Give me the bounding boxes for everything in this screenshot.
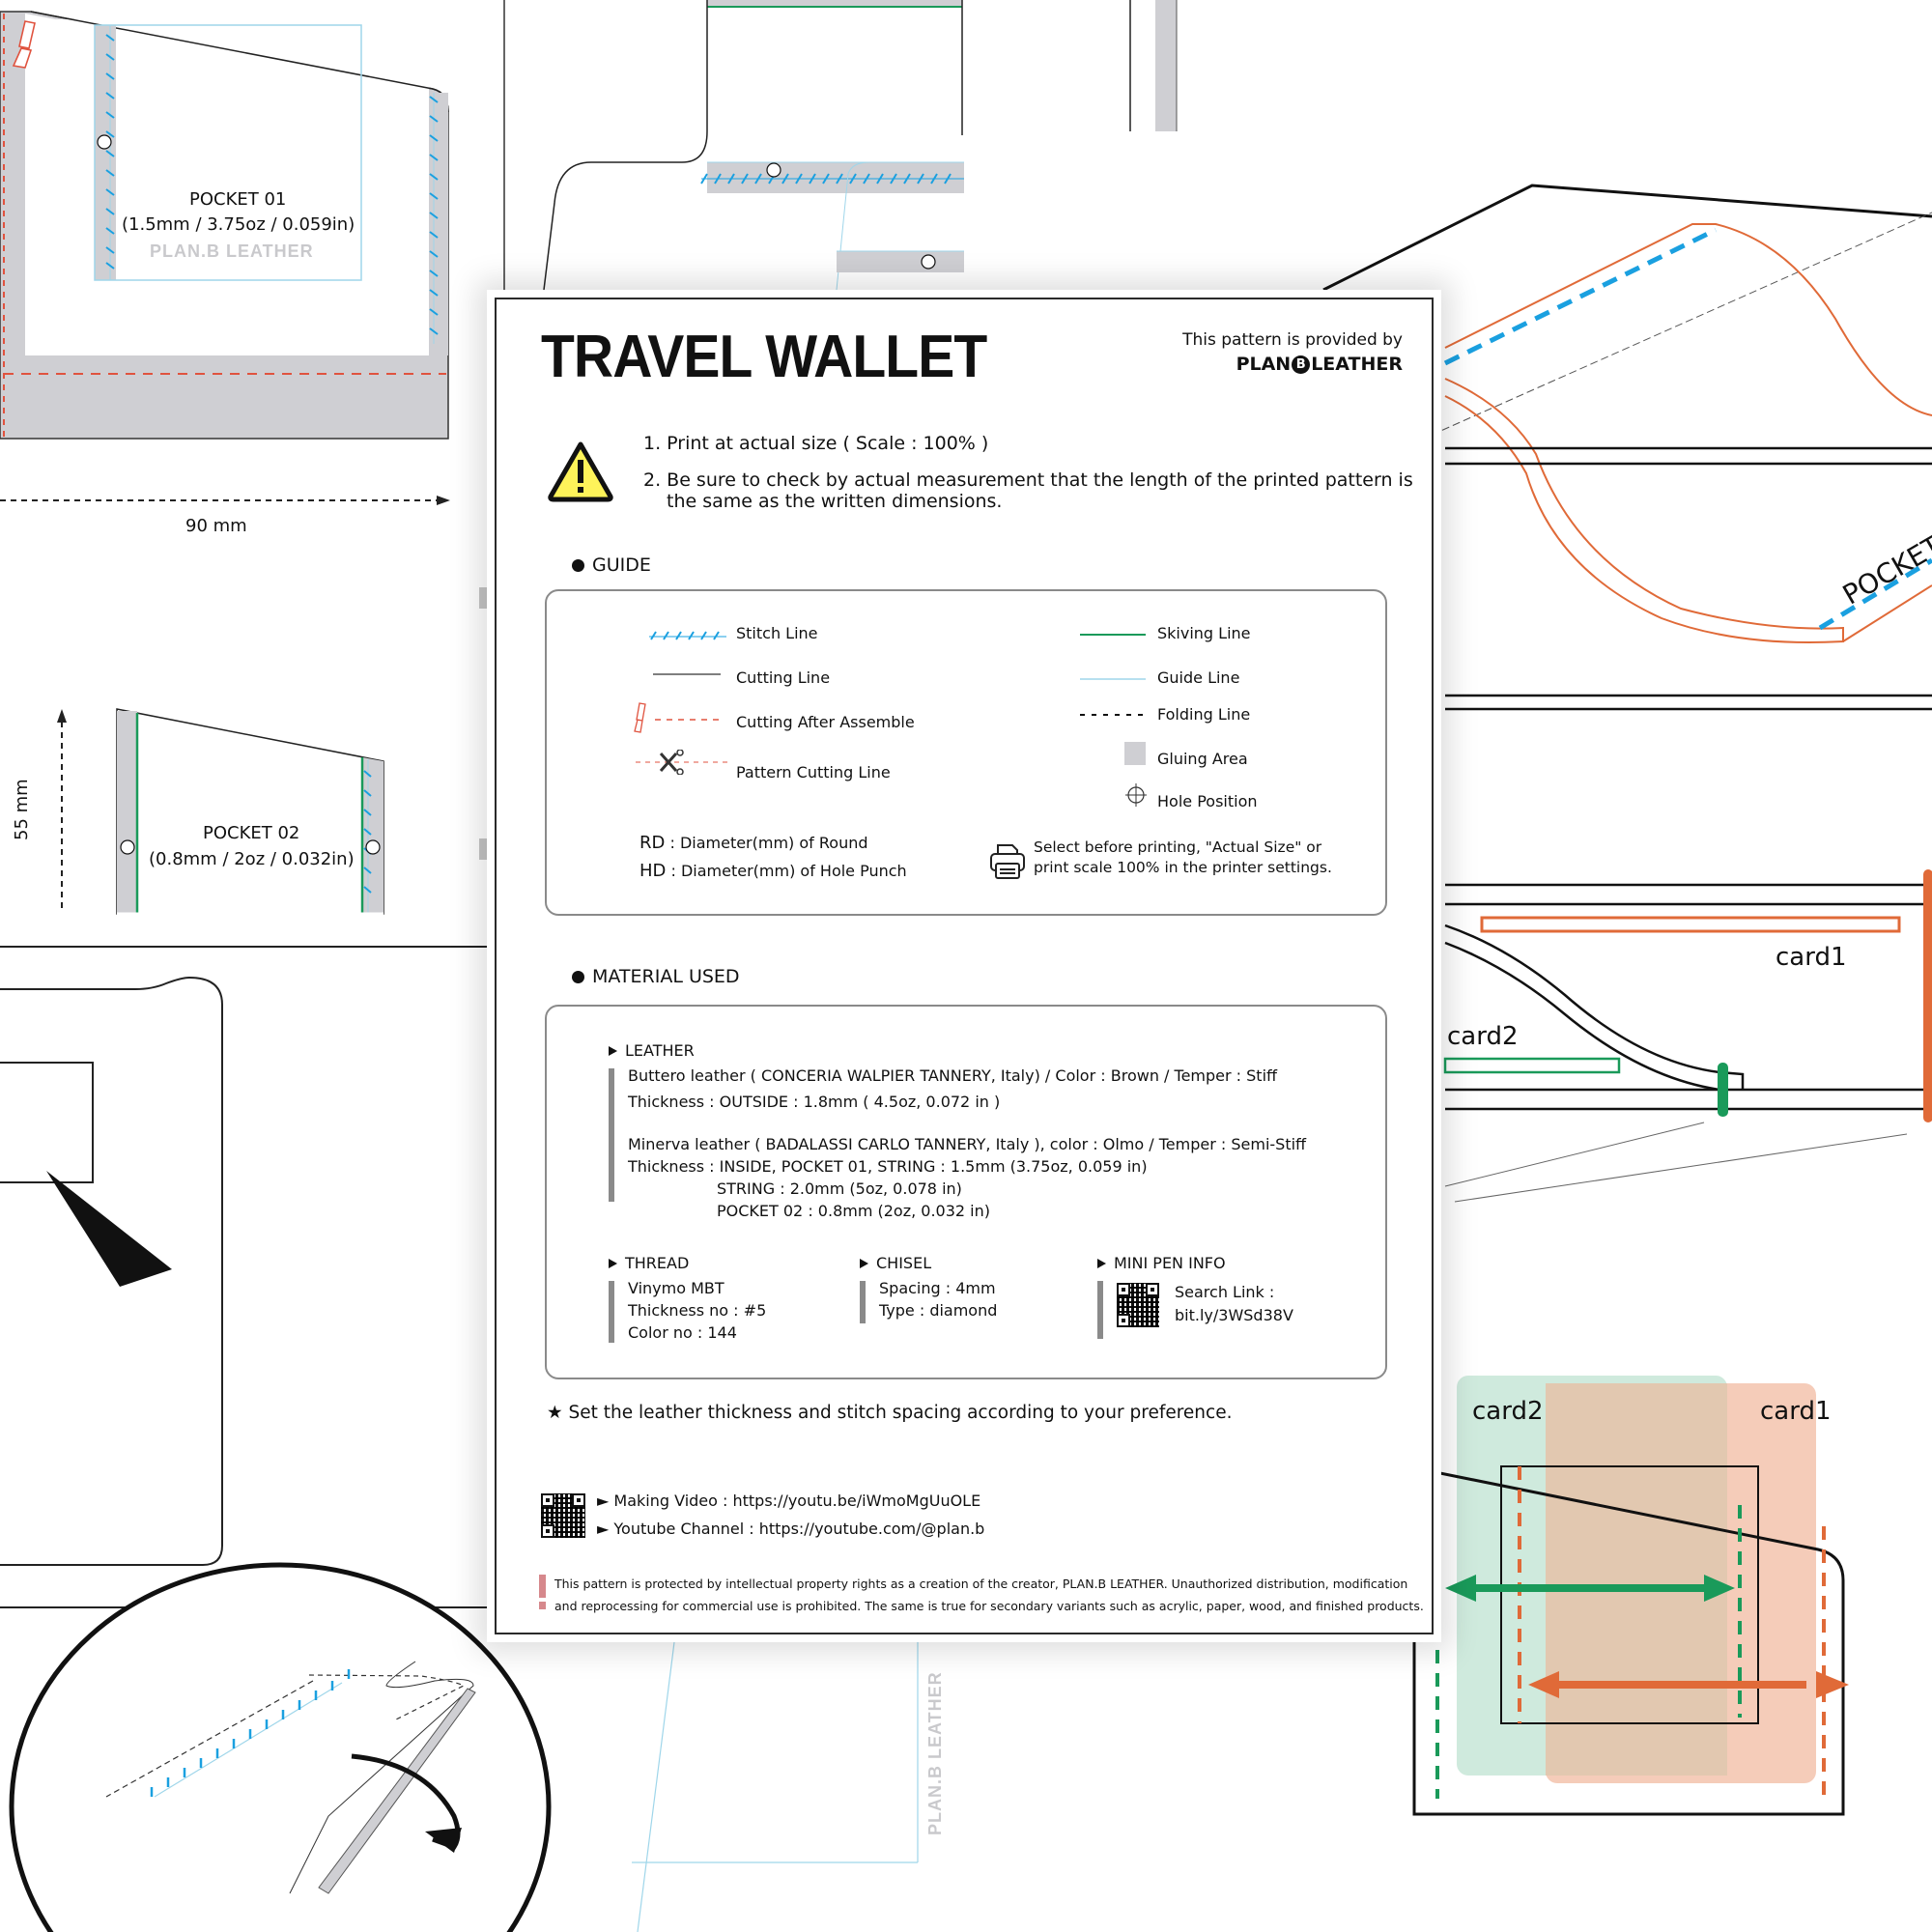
triangle-bullet-icon	[1097, 1258, 1106, 1268]
making-video-link[interactable]: ► Making Video : https://youtu.be/iWmoMg…	[597, 1492, 981, 1510]
cutting-after-assemble-icon	[634, 702, 723, 733]
cutting-line-icon	[653, 673, 721, 675]
notice-2-cont: the same as the written dimensions.	[667, 491, 1003, 512]
page-title: TRAVEL WALLET	[541, 324, 987, 390]
pocket-01-piece	[0, 0, 449, 440]
pocket-01-title: POCKET 01	[189, 189, 287, 210]
diagram-card1-label: card1	[1776, 943, 1847, 972]
provided-by-label: This pattern is provided by	[1182, 330, 1403, 350]
guide-box: Stitch Line Cutting Line Cutting After A…	[545, 589, 1387, 916]
brand-prefix: PLAN	[1236, 354, 1292, 375]
scissors-icon	[636, 750, 728, 775]
rd-definition: RD : Diameter(mm) of Round	[639, 833, 868, 853]
bullet-icon	[572, 558, 584, 572]
thread-line-3: Color no : 144	[628, 1323, 737, 1342]
brand-mark-icon: B	[1292, 355, 1311, 374]
brand-suffix: LEATHER	[1311, 354, 1403, 375]
pocket-02-piece	[116, 708, 384, 916]
hd-definition: HD : Diameter(mm) of Hole Punch	[639, 861, 907, 881]
triangle-bullet-icon	[609, 1045, 617, 1056]
legend-hole-position: Hole Position	[1157, 792, 1258, 810]
leather-line-2: Thickness : OUTSIDE : 1.8mm ( 4.5oz, 0.0…	[628, 1093, 1001, 1111]
leather-line-6: POCKET 02 : 0.8mm (2oz, 0.032 in)	[717, 1202, 990, 1220]
legend-pattern-cutting-line: Pattern Cutting Line	[736, 763, 891, 781]
chisel-line-2: Type : diamond	[879, 1301, 998, 1320]
legend-gluing-area: Gluing Area	[1157, 750, 1248, 768]
leather-line-1: Buttero leather ( CONCERIA WALPIER TANNE…	[628, 1066, 1278, 1085]
leather-line-5: STRING : 2.0mm (5oz, 0.078 in)	[717, 1179, 962, 1198]
stitch-line-icon	[649, 631, 726, 640]
thread-bar	[609, 1281, 614, 1343]
vertical-watermark: PLAN.B LEATHER	[925, 1671, 945, 1835]
mini-pen-link[interactable]: bit.ly/3WSd38V	[1175, 1306, 1293, 1324]
legal-bar-bottom	[539, 1602, 546, 1609]
card-slot-diagram	[1443, 869, 1932, 1203]
diagram-card2-label: card2	[1447, 1022, 1519, 1051]
skiving-line-icon	[1080, 634, 1146, 636]
gluing-area-icon	[1124, 742, 1146, 765]
card-overlap-diagram	[1412, 1376, 1849, 1816]
material-box: LEATHER Buttero leather ( CONCERIA WALPI…	[545, 1005, 1387, 1379]
mini-pen-heading: MINI PEN INFO	[1097, 1254, 1226, 1272]
youtube-qr-code[interactable]	[541, 1493, 585, 1538]
notice-1: 1. Print at actual size ( Scale : 100% )	[643, 433, 989, 454]
triangle-bullet-icon	[609, 1258, 617, 1268]
chisel-heading: CHISEL	[860, 1254, 931, 1272]
pocket-fold-diagram	[1322, 184, 1932, 711]
overlap-card2-label: card2	[1472, 1397, 1544, 1426]
warning-icon	[548, 441, 613, 502]
legal-line-2: and reprocessing for commercial use is p…	[554, 1599, 1424, 1613]
youtube-channel-link[interactable]: ► Youtube Channel : https://youtube.com/…	[597, 1520, 985, 1538]
dimension-height-label: 55 mm	[12, 779, 32, 840]
overlap-card1-label: card1	[1760, 1397, 1832, 1426]
notice-2: 2. Be sure to check by actual measuremen…	[643, 469, 1413, 491]
leather-line-3: Minerva leather ( BADALASSI CARLO TANNER…	[628, 1135, 1307, 1153]
leather-line-4: Thickness : INSIDE, POCKET 01, STRING : …	[628, 1157, 1148, 1176]
mini-pen-bar	[1097, 1281, 1103, 1339]
chisel-bar	[860, 1281, 866, 1323]
legend-stitch-line: Stitch Line	[736, 624, 818, 642]
legend-cutting-line: Cutting Line	[736, 668, 831, 687]
leather-bar	[609, 1068, 614, 1202]
mini-pen-qr-code[interactable]	[1117, 1283, 1159, 1327]
thread-heading: THREAD	[609, 1254, 689, 1272]
leather-heading: LEATHER	[609, 1041, 695, 1060]
legend-guide-line: Guide Line	[1157, 668, 1240, 687]
legend-folding-line: Folding Line	[1157, 705, 1251, 724]
legal-bar-top	[539, 1575, 546, 1598]
pocket-02-spec: (0.8mm / 2oz / 0.032in)	[149, 849, 355, 869]
brand-logo: PLAN B LEATHER	[1236, 354, 1403, 375]
legend-skiving-line: Skiving Line	[1157, 624, 1251, 642]
pocket-01-spec: (1.5mm / 3.75oz / 0.059in)	[122, 214, 355, 235]
pocket-02-title: POCKET 02	[203, 823, 300, 843]
pocket-01-watermark: PLAN.B LEATHER	[150, 242, 314, 261]
bullet-icon	[572, 970, 584, 983]
preference-note: ★ Set the leather thickness and stitch s…	[547, 1403, 1233, 1423]
thread-line-2: Thickness no : #5	[628, 1301, 767, 1320]
guide-line-icon	[1080, 678, 1146, 680]
printer-icon	[990, 844, 1025, 879]
thread-line-1: Vinymo MBT	[628, 1279, 724, 1297]
triangle-bullet-icon	[860, 1258, 868, 1268]
folding-line-icon	[1080, 714, 1146, 716]
dimension-width-label: 90 mm	[185, 516, 247, 536]
legal-line-1: This pattern is protected by intellectua…	[554, 1577, 1408, 1591]
print-note-line-2: print scale 100% in the printer settings…	[1034, 859, 1332, 876]
mini-pen-search-label: Search Link :	[1175, 1283, 1275, 1301]
chisel-line-1: Spacing : 4mm	[879, 1279, 996, 1297]
hole-position-icon	[1125, 783, 1147, 807]
instruction-sheet: TRAVEL WALLET This pattern is provided b…	[487, 290, 1441, 1642]
material-heading: MATERIAL USED	[572, 966, 740, 987]
legend-cutting-after-assemble: Cutting After Assemble	[736, 713, 915, 731]
guide-heading: GUIDE	[572, 554, 651, 576]
print-note-line-1: Select before printing, "Actual Size" or	[1034, 838, 1322, 856]
